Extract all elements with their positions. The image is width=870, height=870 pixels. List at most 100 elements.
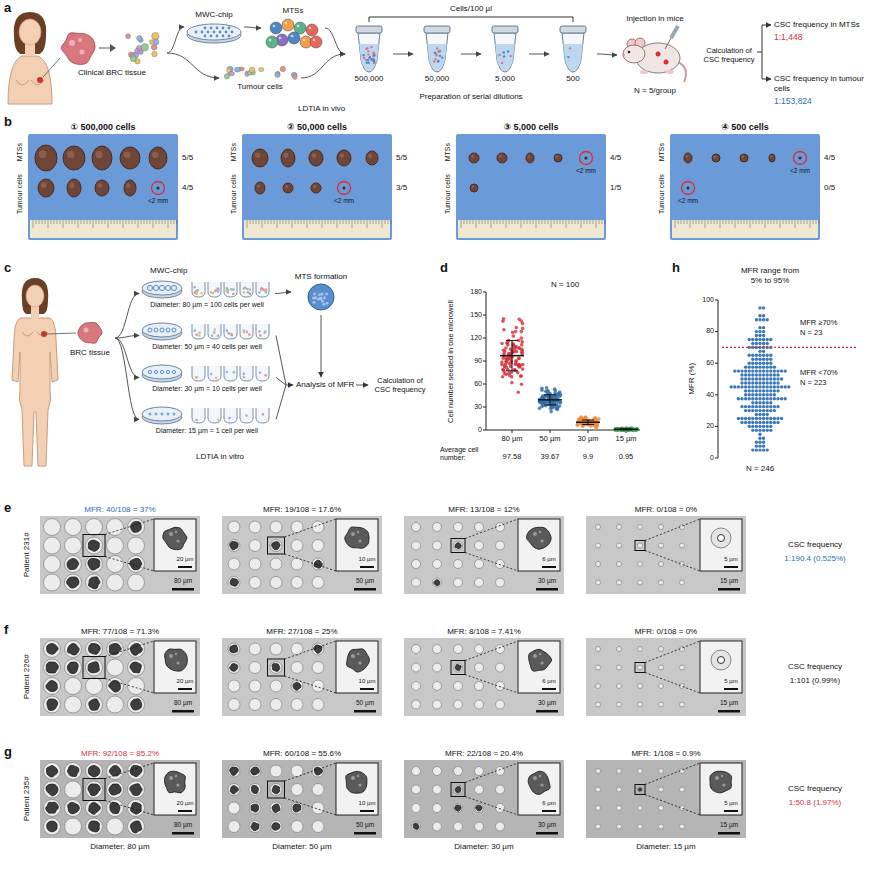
flow-arrow bbox=[301, 54, 345, 78]
cell bbox=[230, 333, 233, 336]
data-point bbox=[766, 409, 769, 412]
annotation-label: CSC frequency bbox=[788, 784, 842, 794]
data-point bbox=[762, 385, 765, 388]
data-point bbox=[762, 417, 765, 420]
ruler-tick bbox=[120, 220, 121, 224]
microwell bbox=[256, 408, 269, 423]
cell bbox=[372, 58, 374, 60]
data-point bbox=[510, 381, 514, 385]
spheroid-texture bbox=[540, 661, 543, 664]
cell bbox=[367, 50, 369, 52]
data-point bbox=[556, 392, 560, 396]
spheroid-highlight bbox=[269, 39, 272, 42]
ruler-tick bbox=[153, 220, 154, 228]
data-point bbox=[740, 377, 743, 380]
microwell bbox=[412, 804, 421, 813]
microwell bbox=[638, 769, 643, 774]
panel-letter: g bbox=[4, 744, 12, 760]
data-point bbox=[559, 400, 563, 404]
microwell bbox=[160, 328, 164, 332]
small-tumour bbox=[584, 156, 587, 159]
microwell bbox=[291, 577, 303, 589]
data-point bbox=[751, 425, 754, 428]
microwell bbox=[249, 577, 261, 589]
tumour-fraction: 4/5 bbox=[610, 153, 621, 163]
scale-bar bbox=[360, 810, 374, 812]
microwell bbox=[433, 767, 442, 776]
spheroid bbox=[308, 284, 334, 310]
scale-label: 5 µm bbox=[724, 556, 737, 563]
data-point bbox=[755, 381, 758, 384]
spheroid-texture bbox=[533, 654, 537, 658]
microwell bbox=[228, 540, 240, 552]
sd-cap bbox=[582, 420, 594, 421]
tumour bbox=[311, 183, 321, 193]
data-point bbox=[776, 421, 779, 424]
cell bbox=[439, 55, 441, 57]
data-point bbox=[518, 346, 522, 350]
microwell bbox=[228, 558, 240, 570]
mouse-nose bbox=[622, 54, 625, 57]
cell bbox=[149, 40, 154, 45]
microwell bbox=[454, 663, 463, 672]
data-point bbox=[784, 369, 787, 372]
data-point bbox=[758, 350, 761, 353]
microwell bbox=[128, 556, 145, 573]
highlight-circle bbox=[152, 182, 165, 195]
microwell bbox=[249, 540, 261, 552]
microwell bbox=[44, 641, 61, 658]
tumour-fraction: 5/5 bbox=[396, 153, 407, 163]
data-point bbox=[502, 369, 506, 373]
spheroid bbox=[251, 767, 260, 775]
dot-plot bbox=[483, 292, 640, 433]
ruler-tick bbox=[328, 220, 329, 224]
data-point bbox=[769, 369, 772, 372]
data-point bbox=[737, 417, 740, 420]
data-point bbox=[755, 401, 758, 404]
microwell bbox=[204, 27, 207, 30]
microwell bbox=[659, 787, 664, 792]
ruler-tick bbox=[108, 220, 109, 228]
microwell bbox=[659, 665, 664, 670]
data-point bbox=[762, 306, 765, 309]
image-background bbox=[586, 516, 746, 594]
data-point bbox=[769, 397, 772, 400]
node-caption: ① 500,000 cells bbox=[28, 120, 178, 134]
node-illustration bbox=[140, 362, 274, 384]
cell bbox=[368, 61, 370, 63]
spheroid bbox=[89, 803, 101, 815]
microwell bbox=[291, 662, 303, 674]
microwell bbox=[155, 413, 157, 415]
cell bbox=[567, 56, 569, 58]
ruler-tick bbox=[464, 220, 465, 224]
spheroid bbox=[46, 766, 57, 778]
cell bbox=[226, 329, 229, 332]
data-point bbox=[751, 389, 754, 392]
tissue-spot bbox=[78, 38, 82, 42]
ruler-tick bbox=[485, 220, 486, 224]
microwell bbox=[291, 821, 303, 833]
flow-arrow bbox=[115, 294, 139, 339]
ruler bbox=[244, 220, 390, 238]
microwell bbox=[454, 804, 463, 813]
microwell bbox=[44, 519, 61, 536]
tumour bbox=[92, 146, 112, 170]
row-label: Tumour cells bbox=[230, 174, 238, 214]
beeswarm-plot bbox=[715, 300, 858, 458]
node-caption: ② 50,000 cells bbox=[242, 120, 392, 134]
microwell bbox=[128, 818, 145, 835]
microwell bbox=[228, 784, 240, 796]
microwell bbox=[454, 700, 463, 709]
microwell bbox=[680, 580, 685, 585]
ruler-tick bbox=[364, 220, 365, 224]
data-point bbox=[755, 397, 758, 400]
microwell bbox=[680, 665, 685, 670]
microwell bbox=[433, 663, 442, 672]
ruler-tick bbox=[578, 220, 579, 224]
ruler-tick bbox=[548, 220, 549, 224]
microwell bbox=[128, 763, 145, 780]
tumour-highlight bbox=[471, 186, 474, 188]
axis-tick bbox=[512, 430, 513, 433]
node-illustration bbox=[140, 278, 274, 300]
ruler-tick bbox=[750, 220, 751, 228]
